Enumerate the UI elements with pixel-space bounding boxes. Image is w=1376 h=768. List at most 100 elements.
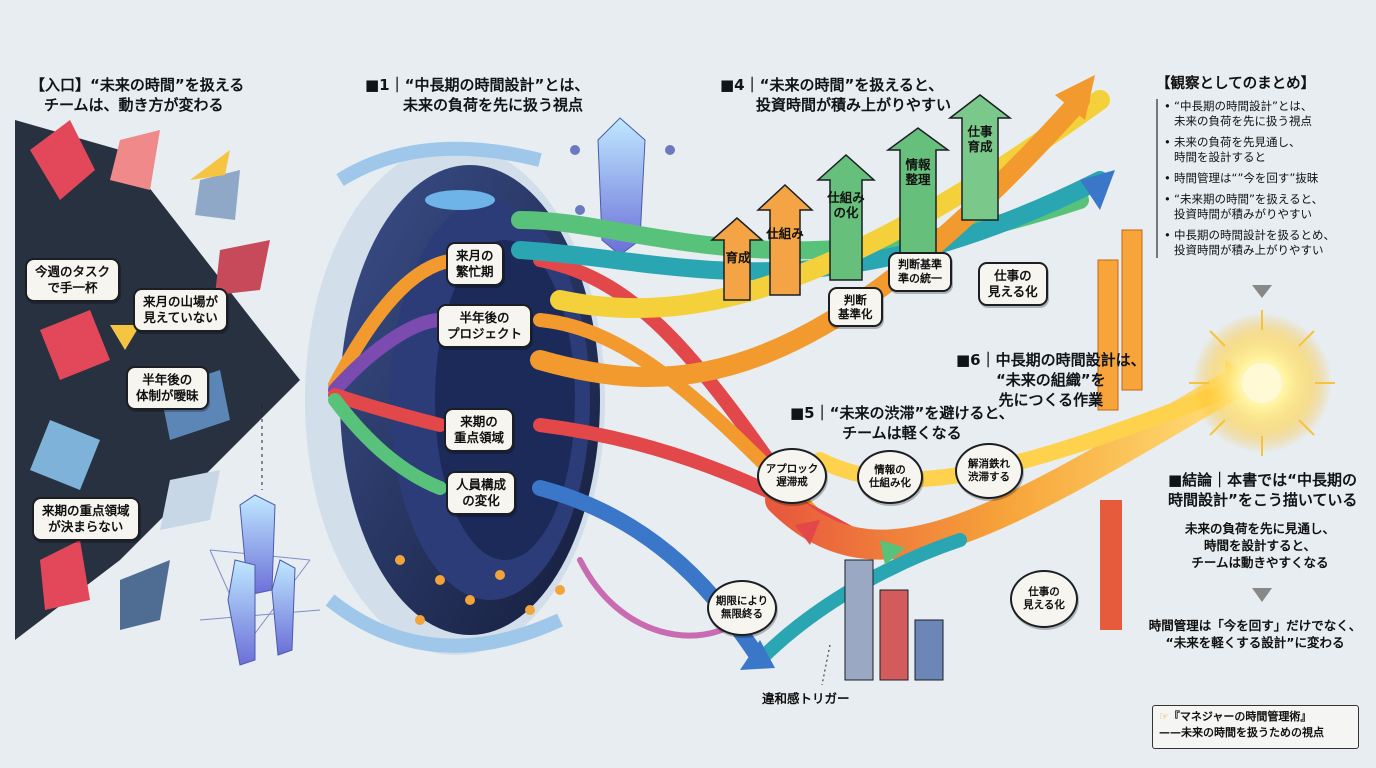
growth-label-work-growth: 仕事 育成	[956, 124, 1004, 154]
mid-label-1-line-1: 判断基準	[898, 258, 942, 271]
chaos-label-1-line-1: 今週のタスク	[35, 264, 111, 279]
final-note-line-2: “未来を軽くする設計”に変わる	[1165, 635, 1345, 650]
summary-item-3-line-1: 時間管理は“”今を回す”抜昧	[1174, 171, 1319, 185]
chaos-label-next-month-peak: 来月の山場が 見えていない	[133, 288, 229, 332]
chaos-label-2-line-1: 来月の山場が	[143, 294, 219, 309]
heading-section-5: ■5｜“未来の渋滞”を避けると、 チームは軽くなる	[790, 403, 1014, 443]
heading-conclusion-line-1: ■結論｜本書では“中長期の	[1168, 471, 1358, 489]
round-bubble-3-line-1: 解消鉄れ	[968, 458, 1010, 470]
chaos-label-half-year-structure: 半年後の 体制が曖昧	[126, 366, 209, 410]
tunnel-label-focus-area: 来期の 重点領域	[444, 408, 515, 452]
heading-s1-line-1: ■1｜“中長期の時間設計”とは、	[365, 76, 590, 94]
round-bubble-2-line-1: 情報の	[874, 464, 906, 476]
conclusion-body: 未来の負荷を先に見通し、 時間を設計すると、 チームは動きやすくなる	[1160, 520, 1360, 571]
summary-panel: 【観察としてのまとめ】 “中長期の時間設計”とは、 未来の負荷を先に扱う視点 未…	[1156, 72, 1361, 264]
tunnel-label-busy-season: 来月の 繁忙期	[446, 242, 504, 286]
book-subtitle: ——未来の時間を扱うための視点	[1159, 726, 1324, 739]
final-note: 時間管理は「今を回す」だけでなく、 “未来を軽くする設計”に変わる	[1145, 617, 1365, 651]
summary-item-5-line-1: 中長期の時間設計を扱るとめ、	[1174, 228, 1335, 242]
summary-item-1-line-2: 未来の負荷を先に扱う視点	[1174, 114, 1312, 128]
round-bubble-block: アプロック 遅滞戒	[757, 448, 827, 504]
growth-up-arrows	[710, 94, 1013, 301]
chaos-label-next-term-focus: 来期の重点領域 が決まらない	[32, 497, 140, 541]
tunnel-label-3-line-2: 重点領域	[454, 430, 505, 445]
heading-s6-line-3: 先につくる作業	[998, 391, 1104, 409]
tunnel-label-2-line-2: プロジェクト	[447, 326, 523, 341]
tunnel-label-1-line-1: 来月の	[456, 248, 494, 263]
conclusion-line-1: 未来の負荷を先に見通し、	[1184, 521, 1335, 536]
tunnel-label-staffing: 人員構成 の変化	[446, 471, 517, 515]
rising-bars	[844, 229, 1143, 681]
final-note-line-1: 時間管理は「今を回す」だけでなく、	[1148, 618, 1362, 633]
summary-item-4-line-2: 投資時間が積みがりやすい	[1174, 207, 1312, 221]
sun-icon	[1189, 310, 1335, 456]
book-title: ☞『マネジャーの時間管理術』	[1159, 709, 1352, 725]
growth-label-4-line-1: 情報	[905, 157, 931, 172]
summary-title: 【観察としてのまとめ】	[1156, 76, 1316, 92]
summary-down-arrows	[1252, 285, 1272, 602]
heading-section-1: ■1｜“中長期の時間設計”とは、 未来の負荷を先に扱う視点	[365, 75, 589, 115]
heading-intro: 【入口】“未来の時間”を扱える チームは、動き方が変わる	[30, 75, 244, 115]
round-bubble-deadline: 期限により 無限終る	[707, 580, 777, 636]
growth-label-3-line-1: 仕組み	[827, 190, 865, 205]
tunnel-label-1-line-2: 繁忙期	[456, 264, 494, 279]
chaos-label-3-line-2: 体制が曖昧	[136, 388, 199, 403]
heading-s5-line-1: ■5｜“未来の渋滞”を避けると、	[790, 404, 1014, 422]
summary-item: 中長期の時間設計を扱るとめ、 投資時間が積み上がりやすい	[1164, 228, 1361, 258]
trigger-pointer	[821, 644, 831, 686]
mid-label-criteria-unify: 判断基準 準の統一	[888, 252, 952, 292]
round-bubble-visualize: 仕事の 見える化	[1010, 570, 1078, 628]
conclusion-line-2: 時間を設計すると、	[1203, 538, 1316, 553]
round-bubble-resolve: 解消鉄れ 渋滞する	[955, 443, 1023, 499]
heading-conclusion-line-2: 時間設計”をこう描いている	[1168, 491, 1358, 509]
heading-s1-line-2: 未来の負荷を先に扱う視点	[403, 96, 584, 114]
mid-label-criteria: 判断 基準化	[828, 287, 883, 327]
tunnel-label-3-line-1: 来期の	[460, 414, 498, 429]
chaos-label-4-line-2: が決まらない	[48, 519, 124, 534]
growth-label-info-organize: 情報 整理	[894, 157, 942, 187]
mid-label-visualize-work: 仕事の 見える化	[978, 262, 1048, 306]
book-title-text: 『マネジャーの時間管理術』	[1168, 710, 1312, 723]
round-bubble-2-line-2: 仕組み化	[869, 477, 911, 489]
heading-s5-line-2: チームは軽くなる	[842, 424, 962, 442]
summary-list: “中長期の時間設計”とは、 未来の負荷を先に扱う視点 未来の負荷を先見通し、 時…	[1156, 99, 1361, 258]
mid-label-2-line-1: 仕事の	[994, 268, 1032, 283]
tunnel-label-project: 半年後の プロジェクト	[437, 304, 533, 348]
summary-item: “未来期の時間”を扱えると、 投資時間が積みがりやすい	[1164, 192, 1361, 222]
chaos-label-3-line-1: 半年後の	[142, 372, 193, 387]
round-bubble-1-line-1: アプロック	[765, 463, 819, 475]
tunnel-label-2-line-1: 半年後の	[459, 310, 510, 325]
growth-label-3-line-2: の化	[833, 205, 859, 220]
growth-label-5-line-1: 仕事	[967, 124, 993, 139]
trigger-caption: 違和感トリガー	[762, 691, 850, 706]
chaos-label-2-line-2: 見えていない	[143, 310, 218, 325]
growth-label-training: 育成	[725, 250, 751, 265]
round-bubble-info-systems: 情報の 仕組み化	[857, 450, 923, 504]
heading-s4-line-1: ■4｜“未来の時間”を扱えると、	[720, 76, 944, 94]
heading-intro-line-1: 【入口】“未来の時間”を扱える	[30, 76, 245, 94]
summary-item-2-line-2: 時間を設計すると	[1174, 150, 1266, 164]
heading-s6-line-1: ■6｜中長期の時間設計は、	[956, 351, 1146, 369]
growth-label-systems: 仕組み	[766, 226, 804, 241]
chaos-label-weekly-tasks: 今週のタスク で手一杯	[25, 258, 121, 302]
round-bubble-1-line-2: 遅滞戒	[776, 476, 808, 488]
tunnel-label-4-line-2: の変化	[462, 493, 500, 508]
node-network	[395, 555, 565, 625]
growth-label-systematize: 仕組み の化	[822, 190, 870, 220]
summary-item-4-line-1: “未来期の時間”を扱えると、	[1174, 192, 1324, 206]
heading-section-6: ■6｜中長期の時間設計は、 “未来の組織”を 先につくる作業	[956, 350, 1146, 410]
heading-section-4: ■4｜“未来の時間”を扱えると、 投資時間が積み上がりやすい	[720, 75, 951, 115]
summary-item: 未来の負荷を先見通し、 時間を設計すると	[1164, 135, 1361, 165]
summary-item: “中長期の時間設計”とは、 未来の負荷を先に扱う視点	[1164, 99, 1361, 129]
heading-conclusion: ■結論｜本書では“中長期の 時間設計”をこう描いている	[1168, 470, 1357, 510]
book-footer: ☞『マネジャーの時間管理術』 ——未来の時間を扱うための視点	[1152, 705, 1359, 749]
pointing-hand-icon: ☞	[1159, 710, 1169, 723]
summary-item: 時間管理は“”今を回す”抜昧	[1164, 171, 1361, 186]
crystals-left	[227, 494, 296, 666]
round-bubble-3-line-2: 渋滞する	[968, 471, 1010, 483]
round-bubble-4-line-2: 無限終る	[720, 608, 763, 620]
growth-label-5-line-2: 育成	[967, 139, 993, 154]
growth-label-4-line-2: 整理	[905, 172, 931, 187]
tunnel-label-4-line-1: 人員構成	[456, 477, 507, 492]
